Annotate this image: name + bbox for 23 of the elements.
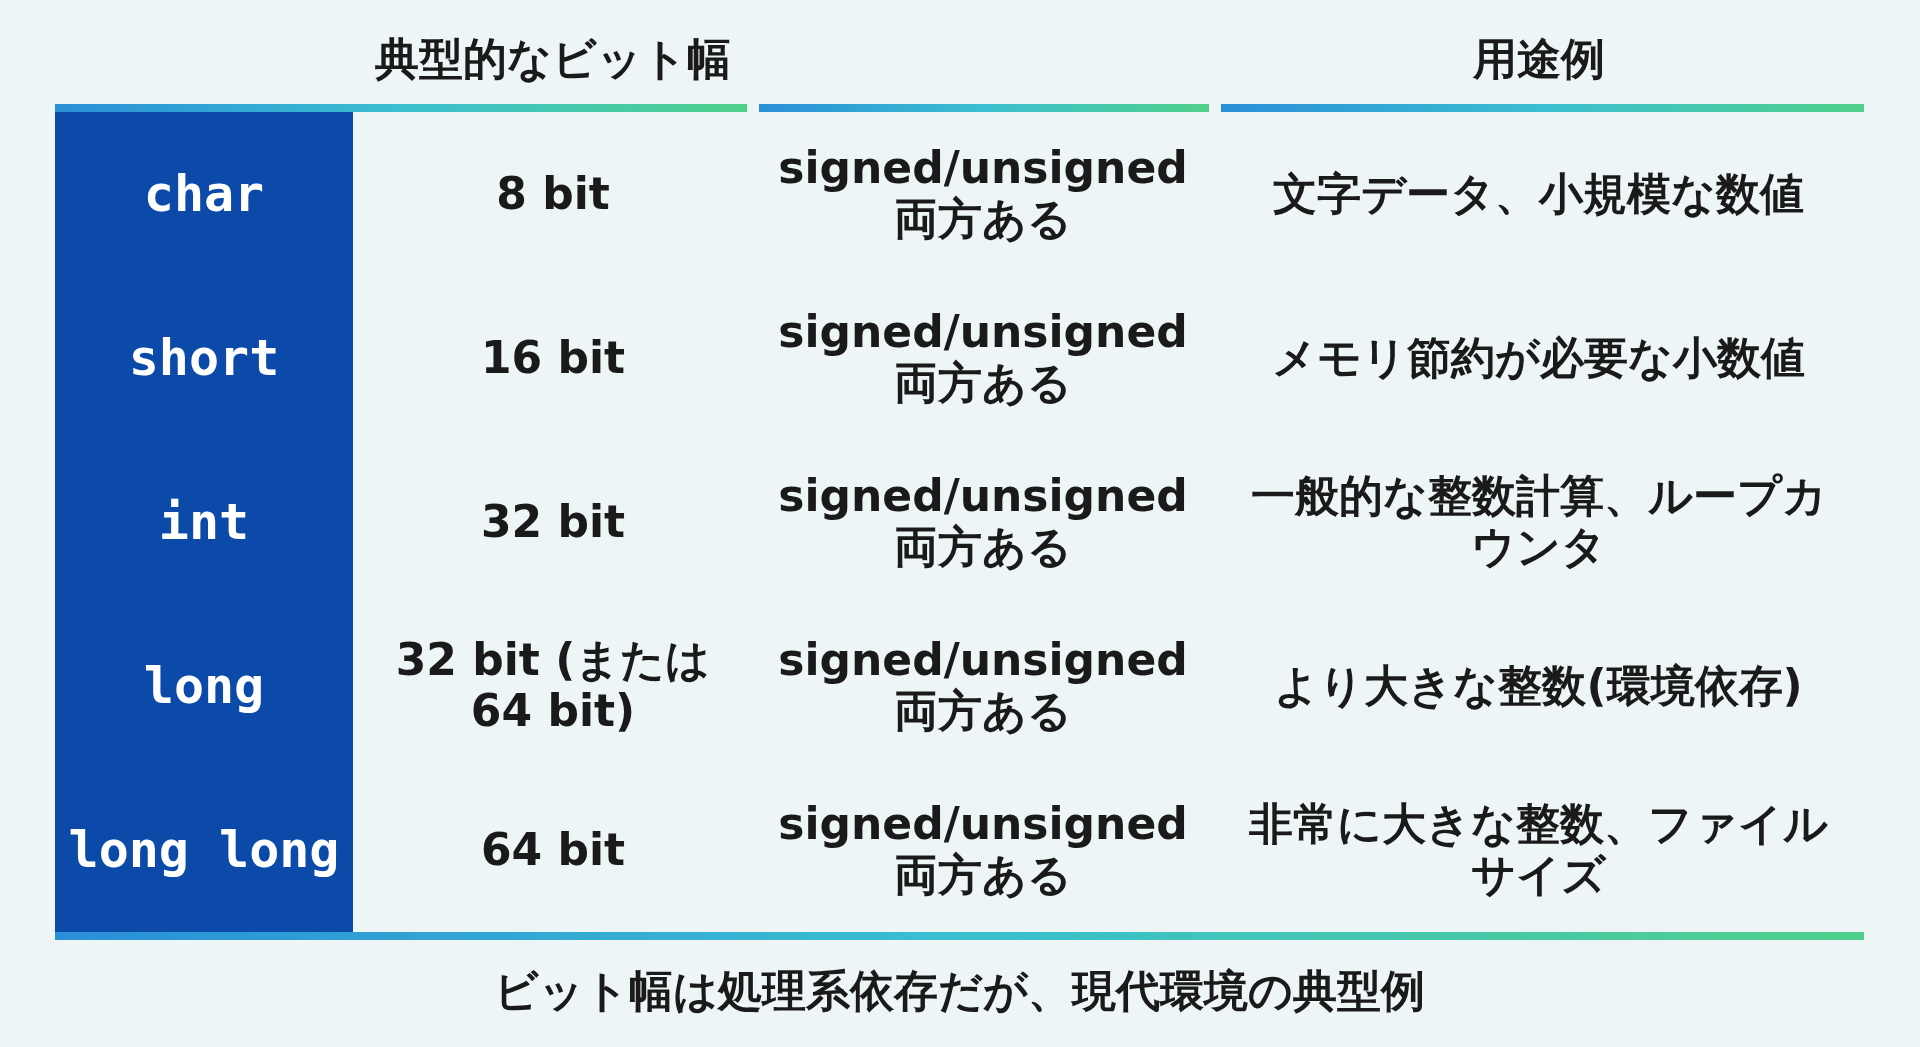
bit-width-text: 32 bit (または 64 bit): [394, 635, 712, 737]
usage-text: 文字データ、小規模な数値: [1273, 168, 1804, 220]
bit-width-text: 16 bit: [480, 332, 626, 384]
bit-width-text: 32 bit: [480, 496, 626, 548]
type-name: short: [128, 329, 280, 387]
usage-text: より大きな整数(環境依存): [1274, 660, 1803, 712]
usage-text: 一般的な整数計算、ループカウンタ: [1249, 471, 1828, 573]
signedness-text: signed/unsigned 両方ある: [777, 307, 1189, 409]
usage-text: 非常に大きな整数、ファイルサイズ: [1248, 799, 1829, 901]
usage-text: メモリ節約が必要な小数値: [1272, 332, 1805, 384]
type-name: long: [143, 657, 265, 715]
signedness-text: signed/unsigned 両方ある: [777, 635, 1189, 737]
caption: ビット幅は処理系依存だが、現代環境の典型例: [493, 964, 1426, 1018]
signedness-text: signed/unsigned 両方ある: [777, 799, 1189, 901]
bit-width-text: 8 bit: [496, 168, 610, 220]
column-header: 典型的なビット幅: [374, 32, 732, 86]
column-header: 用途例: [1471, 32, 1606, 86]
type-name: long long: [68, 821, 340, 879]
signedness-text: signed/unsigned 両方ある: [777, 143, 1189, 245]
type-name: char: [143, 165, 265, 223]
signedness-text: signed/unsigned 両方ある: [777, 471, 1189, 573]
type-name: int: [158, 493, 250, 551]
bit-width-text: 64 bit: [480, 824, 626, 876]
